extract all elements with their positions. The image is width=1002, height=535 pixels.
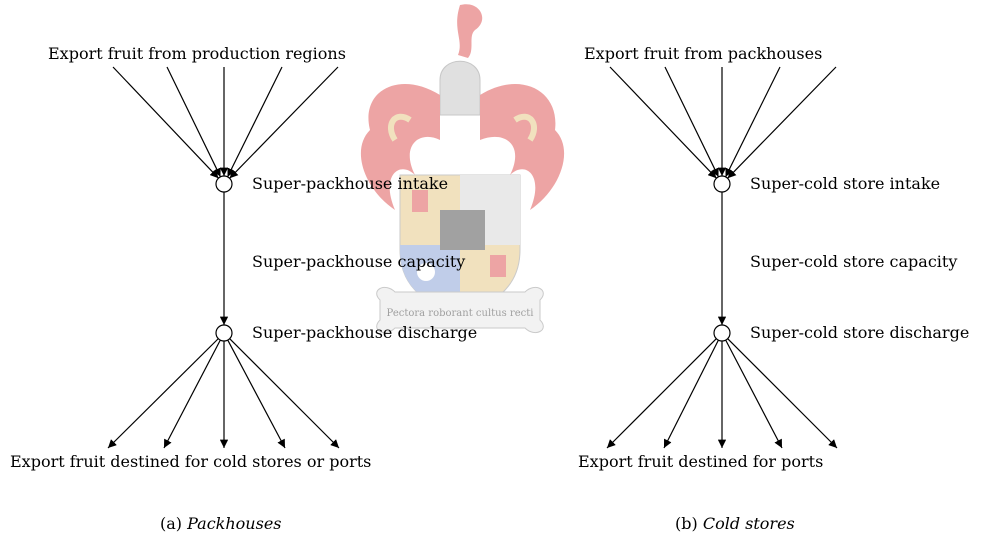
panel-b-outflow-arrow-5	[727, 338, 838, 449]
panel-a-bottom-label: Export fruit destined for cold stores or…	[10, 452, 372, 471]
watermark-motto: Pectora roborant cultus recti	[387, 308, 534, 319]
panel-b-discharge-label: Super-cold store discharge	[750, 323, 970, 342]
panel-a-inflow-arrow-4	[227, 66, 283, 178]
panel-b-outflow-arrow-4	[725, 339, 783, 449]
panel-b-inflow-arrow-5	[727, 66, 837, 179]
panel-b-inflow-arrow-1	[609, 66, 717, 179]
university-crest-watermark: Pectora roborant cultus recti	[360, 4, 565, 333]
panel-b-inflow-arrow-4	[725, 66, 781, 178]
panel-a-discharge-label: Super-packhouse discharge	[252, 323, 478, 342]
panel-a-inflow-arrow-1	[112, 66, 219, 179]
panel-b-discharge-node	[713, 324, 731, 342]
panel-b-caption: (b) Cold stores	[675, 515, 795, 533]
panel-b-intake-node	[713, 175, 731, 193]
panel-a-outflow-arrow-5	[229, 338, 340, 449]
panel-a-outflow-arrow-4	[227, 339, 286, 449]
panel-a-discharge-node	[215, 324, 233, 342]
panel-a-inflow-arrow-5	[229, 66, 339, 179]
panel-a-intake-node	[215, 175, 233, 193]
panel-b-outflow-arrow-2	[663, 339, 719, 449]
panel-b-top-label: Export fruit from packhouses	[584, 44, 823, 63]
panel-a-outflow-arrow-1	[107, 338, 219, 449]
panel-b-capacity-label: Super-cold store capacity	[750, 252, 958, 271]
panel-b-caption-prefix: (b)	[675, 514, 698, 533]
panel-a-intake-label: Super-packhouse intake	[252, 174, 449, 193]
panel-a-caption-title: Packhouses	[187, 514, 282, 533]
panel-b-inflow-arrow-2	[664, 66, 720, 178]
panel-b-intake-label: Super-cold store intake	[750, 174, 941, 193]
panel-b-outflow-arrow-1	[606, 338, 717, 449]
panel-a-top-label: Export fruit from production regions	[48, 44, 346, 63]
panel-b-caption-title: Cold stores	[702, 514, 795, 533]
panel-a-outflow-arrow-2	[163, 339, 221, 449]
panel-b-bottom-label: Export fruit destined for ports	[578, 452, 824, 471]
panel-a-caption-prefix: (a)	[160, 514, 183, 533]
panel-a-caption: (a) Packhouses	[160, 515, 282, 533]
panel-a-inflow-arrow-2	[166, 66, 222, 178]
panel-a-capacity-label: Super-packhouse capacity	[252, 252, 466, 271]
